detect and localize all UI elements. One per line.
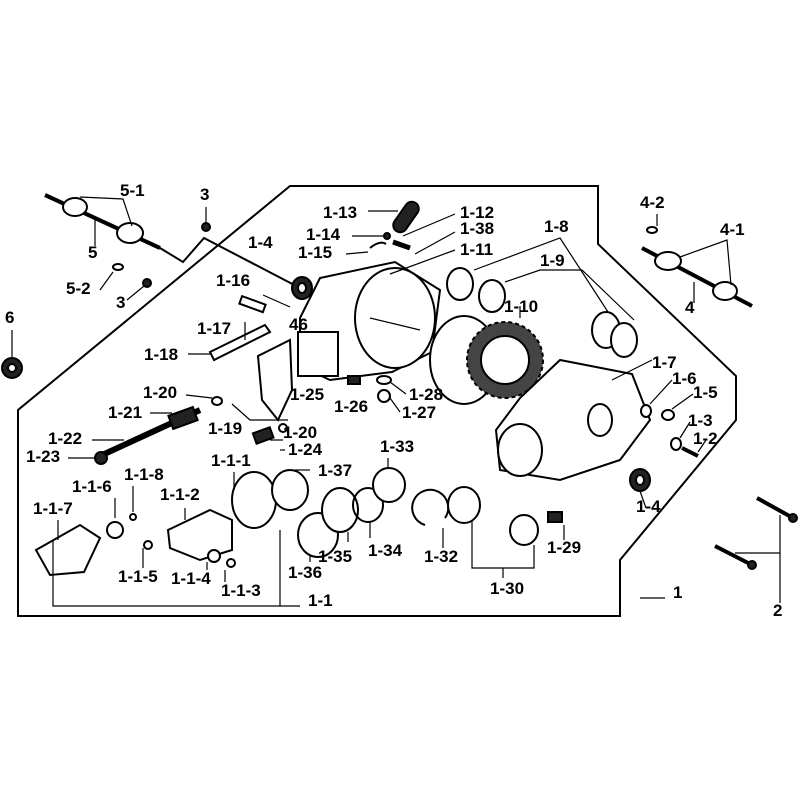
nut-3-left [142,278,152,288]
part-label-1: 1 [673,583,682,602]
part-label-1-27: 1-27 [402,403,436,422]
drive-shaft-4 [641,214,753,308]
part-label-1-1-6: 1-1-6 [72,477,112,496]
part-label-1-25: 1-25 [290,385,324,404]
part-label-5: 5 [88,243,97,262]
gear-case-housing-left [291,260,442,382]
part-label-1-1-1: 1-1-1 [211,451,251,470]
part-label-1-30: 1-30 [490,579,524,598]
part-label-1-1-8: 1-1-8 [124,465,164,484]
part-label-1-17: 1-17 [197,319,231,338]
drain-plug [347,375,407,413]
nut-3-top [201,222,211,232]
part-label-6: 6 [5,308,14,327]
part-label-1-1-5: 1-1-5 [118,567,158,586]
part-label-1-1: 1-1 [308,591,333,610]
part-label-1-19: 1-19 [208,419,242,438]
part-label-1-8: 1-8 [544,217,569,236]
part-label-1-24: 1-24 [288,440,323,459]
seals-1-8-1-9 [446,237,638,358]
part-label-1-3: 1-3 [688,411,713,430]
part-label-1-7: 1-7 [652,353,677,372]
part-label-1-33: 1-33 [380,437,414,456]
part-label-1-16: 1-16 [216,271,250,290]
part-label-1-37: 1-37 [318,461,352,480]
part-label-1-21: 1-21 [108,403,142,422]
part-label-1-12: 1-12 [460,203,494,222]
part-label-1-23: 1-23 [26,447,60,466]
part-label-1-34: 1-34 [368,541,403,560]
part-label-1-1-2: 1-1-2 [160,485,200,504]
shift-fork-assembly [68,294,294,465]
part-label-1-18: 1-18 [144,345,178,364]
part-label-1-26: 1-26 [334,397,368,416]
oil-seal-6 [1,330,23,379]
part-label-5-1: 5-1 [120,181,145,200]
assembly-boundary [17,185,737,617]
part-label-1-6: 1-6 [672,369,697,388]
part-label-1-4b: 1-4 [636,497,661,516]
part-label-1-38: 1-38 [460,219,494,238]
part-label-1-9: 1-9 [540,251,565,270]
part-label-4-2: 4-2 [640,193,665,212]
part-label-4: 4 [685,298,695,317]
part-label-1-36: 1-36 [288,563,322,582]
part-label-1-20a: 1-20 [143,383,177,402]
part-label-1-13: 1-13 [323,203,357,222]
breather-1-13 [345,200,456,275]
part-label-1-35: 1-35 [318,547,352,566]
part-label-1-29: 1-29 [547,538,581,557]
drive-shaft-5 [44,193,301,289]
part-label-1-4a: 1-4 [248,233,273,252]
part-label-46: 46 [289,315,308,334]
bolts-2 [640,496,798,603]
part-label-5-2: 5-2 [66,279,91,298]
part-label-1-1-7: 1-1-7 [33,499,73,518]
differential-1-10 [429,306,544,405]
part-label-1-15: 1-15 [298,243,332,262]
part-label-1-1-4: 1-1-4 [171,569,211,588]
part-label-3a: 3 [200,185,209,204]
part-label-1-5: 1-5 [693,383,718,402]
part-label-1-20b: 1-20 [283,423,317,442]
part-label-1-2: 1-2 [693,429,718,448]
output-yoke-assembly-1-1 [34,458,565,607]
part-label-1-28: 1-28 [409,385,443,404]
part-label-1-14: 1-14 [306,225,341,244]
part-label-1-32: 1-32 [424,547,458,566]
gear-case-housing-right [494,358,707,509]
circlip-5-2 [112,263,124,271]
part-label-4-1: 4-1 [720,220,745,239]
part-label-1-1-3: 1-1-3 [221,581,261,600]
part-label-1-11: 1-11 [460,240,493,259]
part-label-3b: 3 [116,293,125,312]
part-label-2: 2 [773,601,782,620]
part-label-1-10: 1-10 [504,297,538,316]
part-label-1-22: 1-22 [48,429,82,448]
